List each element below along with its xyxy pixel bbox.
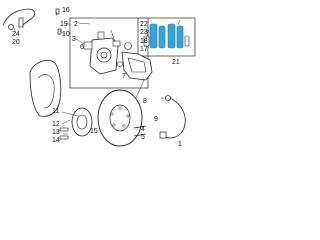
callout-24[interactable]: 24	[12, 31, 20, 38]
callout-15[interactable]: 15	[90, 128, 98, 135]
brake-disc	[97, 89, 143, 147]
callout-2[interactable]: 2	[74, 21, 78, 28]
caliper-bracket	[121, 51, 153, 81]
callout-4[interactable]: 4	[141, 126, 145, 133]
callout-19[interactable]: 19	[60, 21, 68, 28]
callout-5[interactable]: 5	[141, 134, 145, 141]
speed-sensor-connector	[8, 24, 14, 30]
callout-7[interactable]: 7	[122, 73, 126, 80]
leader-lines	[13, 11, 181, 135]
caliper-kit-box	[69, 17, 149, 89]
dust-shield-inner	[37, 74, 55, 109]
callout-23[interactable]: 23	[140, 29, 148, 36]
callout-12[interactable]: 12	[52, 121, 60, 128]
abs-sensor-connector	[165, 95, 171, 101]
abs-sensor-wire	[163, 97, 186, 139]
guide-pin-boot	[117, 61, 123, 67]
callout-20[interactable]: 20	[12, 39, 20, 46]
callout-14[interactable]: 14	[52, 137, 60, 144]
wheel-hub	[71, 107, 93, 137]
callout-22[interactable]: 22	[140, 21, 148, 28]
callout-11[interactable]: 11	[52, 108, 60, 115]
abs-sensor-head	[159, 131, 167, 139]
callout-1[interactable]: 1	[178, 141, 182, 148]
hub-bolt	[59, 127, 69, 132]
callout-10[interactable]: 10	[62, 31, 70, 38]
speed-sensor-wire	[2, 8, 36, 28]
sensor-bracket	[18, 17, 24, 28]
brake-assembly-diagram	[2, 8, 196, 147]
wheel-stud	[133, 133, 147, 137]
caliper-body	[83, 31, 121, 75]
callout-3[interactable]: 3	[72, 36, 76, 43]
callout-8[interactable]: 8	[143, 98, 147, 105]
piston-seal	[124, 42, 132, 50]
callout-9[interactable]: 9	[154, 116, 158, 123]
bolt-part	[55, 8, 60, 15]
hub-bolt	[59, 135, 69, 140]
brake-pad-kit-box	[137, 17, 196, 57]
callout-6[interactable]: 6	[80, 44, 84, 51]
brake-pads	[143, 23, 190, 49]
dust-shield	[29, 60, 62, 117]
callout-17[interactable]: 17	[140, 46, 148, 53]
callout-18[interactable]: 18	[140, 38, 148, 45]
callout-16[interactable]: 16	[62, 7, 70, 14]
callout-13[interactable]: 13	[52, 129, 60, 136]
callout-21[interactable]: 21	[172, 59, 180, 66]
